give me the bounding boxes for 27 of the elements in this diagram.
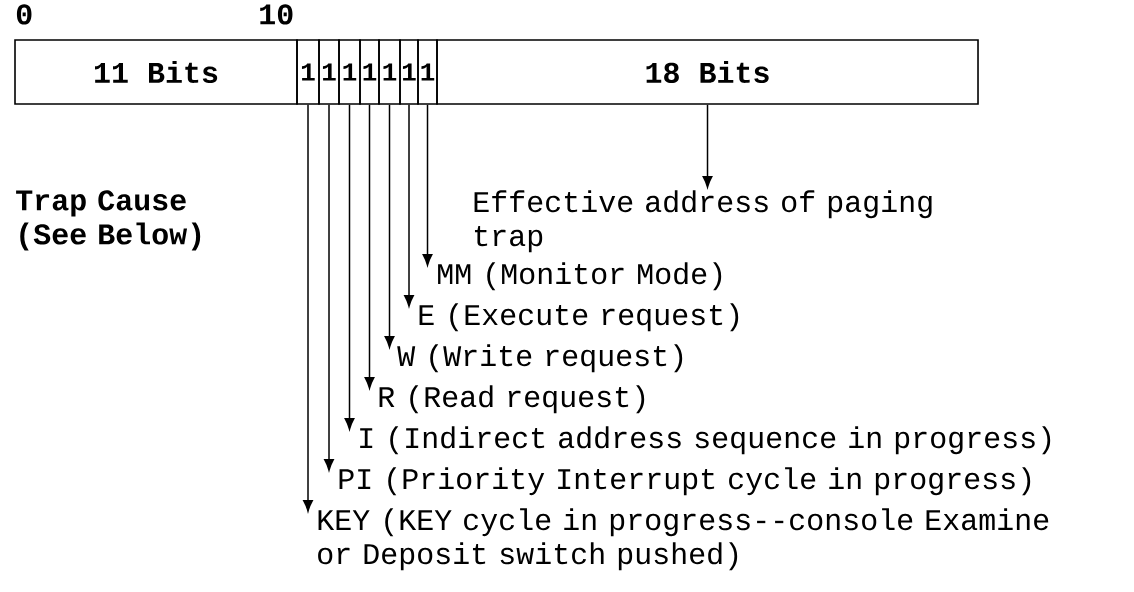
bit-cell: 1 — [296, 39, 320, 105]
description-text: Effective address of paging trap — [474, 190, 932, 253]
bit-cell: 1 — [399, 39, 419, 105]
description-text: R (Read request) — [379, 385, 645, 414]
arrow — [364, 104, 375, 389]
arrow — [702, 104, 713, 188]
description-text: W (Write request) — [397, 344, 683, 373]
field-box: 18 Bits — [436, 39, 979, 105]
arrow — [303, 104, 313, 512]
arrow — [404, 104, 414, 307]
note-text: Trap Cause (See Below) — [16, 190, 201, 251]
description-text: E (Execute request) — [419, 303, 739, 332]
description-text: I (Indirect address sequence in progress) — [360, 426, 1051, 455]
arrow — [422, 104, 433, 266]
bit-cell: 1 — [378, 39, 401, 105]
bit-cell: 1 — [318, 39, 340, 105]
description-text: PI (Priority Interrupt cycle in progress) — [339, 467, 1031, 496]
field-box: 11 Bits — [14, 39, 298, 105]
bit-number: 10 — [260, 4, 293, 25]
bit-cell: 1 — [359, 39, 380, 105]
description-text: KEY (KEY cycle in progress--console Examine or Deposit switch pushed) — [318, 508, 1049, 571]
bit-cell: 1 — [417, 39, 438, 105]
arrow — [344, 104, 355, 430]
arrow — [324, 104, 334, 471]
bit-cell: 1 — [338, 39, 361, 105]
arrow — [384, 104, 395, 348]
description-text: MM (Monitor Mode) — [438, 262, 722, 291]
